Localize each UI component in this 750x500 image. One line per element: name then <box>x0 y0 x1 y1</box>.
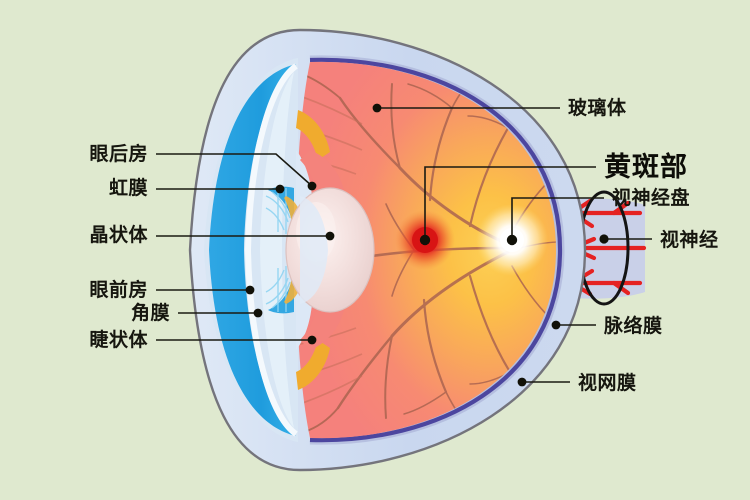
cornea-band <box>209 64 296 436</box>
dot-iris <box>275 184 285 194</box>
dot-lens <box>325 231 335 241</box>
leader-lines <box>156 103 652 387</box>
label-choroid: 脉络膜 <box>603 314 663 337</box>
leader-optic-disc <box>511 197 604 240</box>
ciliary-body-lower <box>296 340 330 390</box>
label-iris: 虹膜 <box>109 176 148 199</box>
label-vitreous-body: 玻璃体 <box>568 96 627 119</box>
anterior-chamber-gap <box>244 63 298 437</box>
label-posterior-chamber: 眼后房 <box>89 142 148 165</box>
anterior-chamber-fluid <box>260 72 294 428</box>
dot-posterior-chamber <box>307 181 317 191</box>
choroid-halo <box>309 55 565 445</box>
label-retina: 视网膜 <box>578 371 637 394</box>
leader-posterior-chamber <box>156 153 313 187</box>
choroid-layer <box>309 57 563 443</box>
label-optic-disc: 视神经盘 <box>612 186 690 209</box>
label-cornea: 角膜 <box>131 301 170 324</box>
dot-optic-disc <box>506 234 518 246</box>
dot-retina <box>517 377 527 387</box>
lens-outline <box>285 187 375 313</box>
dot-anterior-chamber <box>245 285 255 295</box>
posterior-chamber-lower <box>296 292 312 350</box>
label-lens: 晶状体 <box>89 223 148 246</box>
leader-macula <box>424 166 596 240</box>
dot-choroid <box>551 320 561 330</box>
label-macula: 黄斑部 <box>604 151 688 183</box>
label-anterior-chamber: 眼前房 <box>89 278 148 301</box>
label-texts: 眼后房 虹膜 晶状体 眼前房 角膜 睫状体 玻璃体 黄斑部 视神经盘 视神经 脉… <box>89 96 718 394</box>
ciliary-body-upper <box>296 110 330 160</box>
label-optic-nerve: 视神经 <box>660 228 719 251</box>
lens-capsule <box>300 196 328 304</box>
dot-vitreous-body <box>372 103 382 113</box>
dot-ciliary-body <box>307 335 317 345</box>
dot-optic-nerve <box>599 234 609 244</box>
dot-cornea <box>253 308 263 318</box>
label-ciliary-body: 睫状体 <box>89 328 148 351</box>
dot-macula <box>419 234 431 246</box>
